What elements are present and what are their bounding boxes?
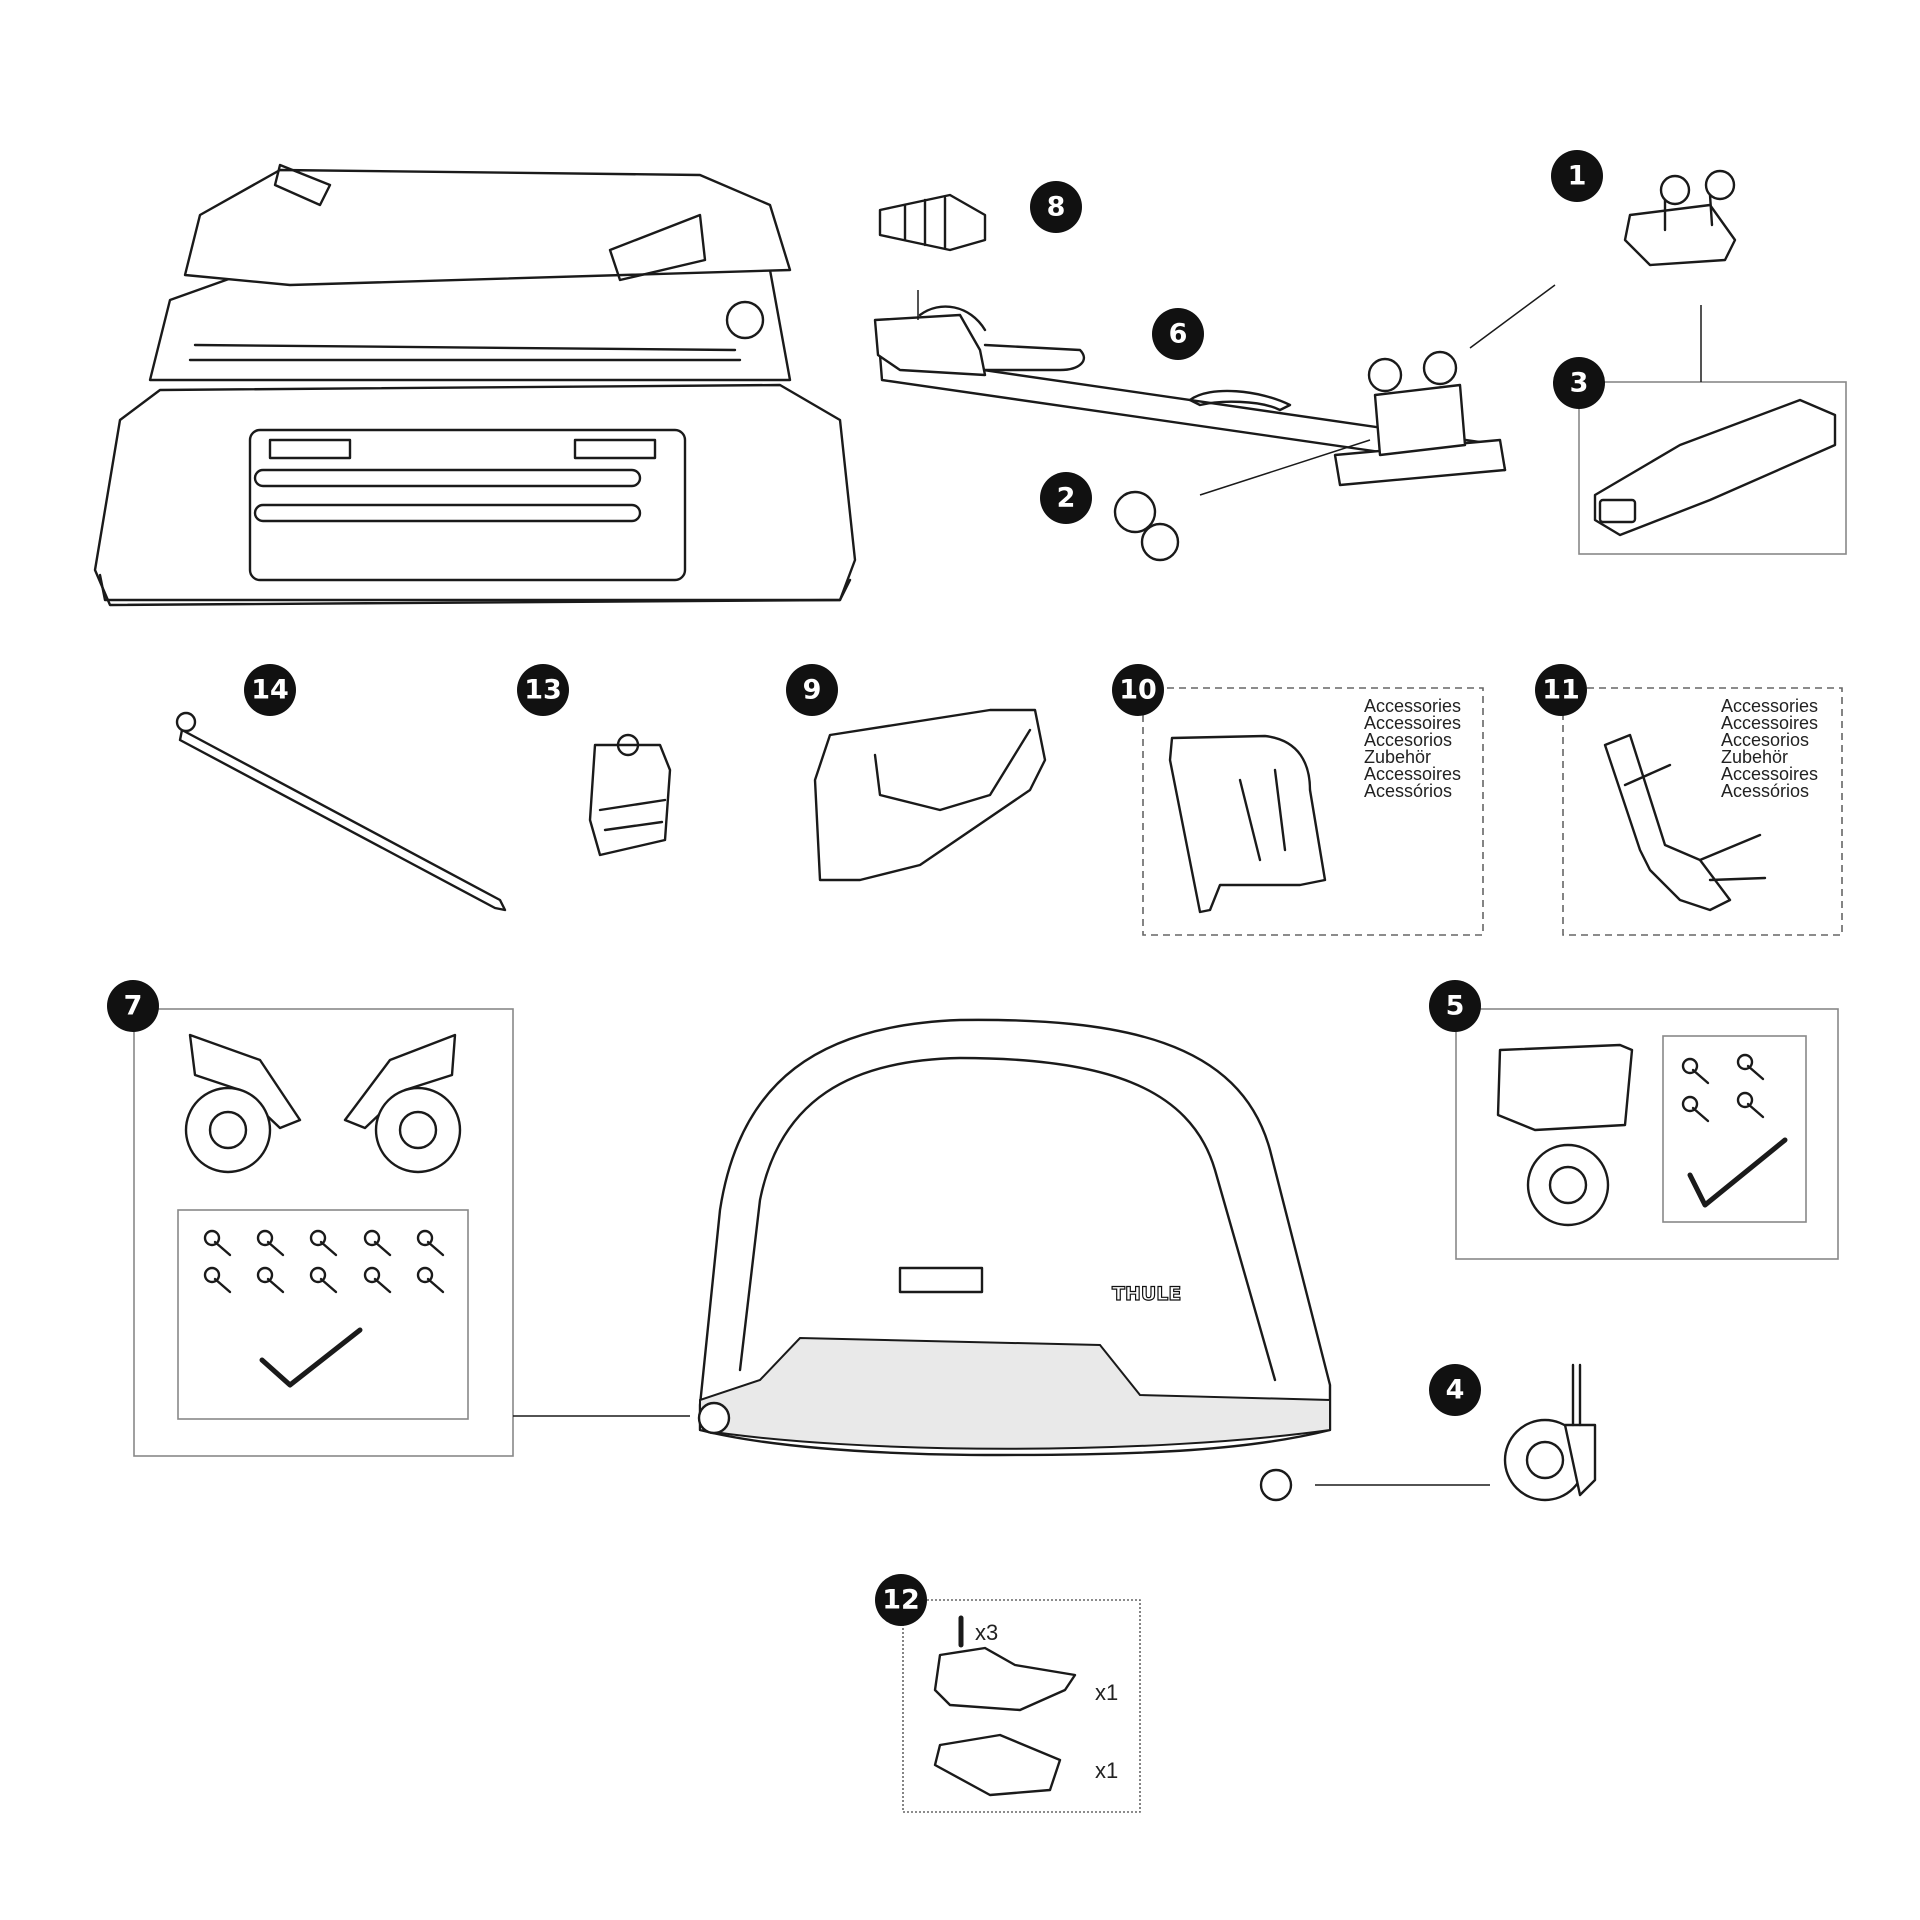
accessories-pt: Acessórios (1364, 781, 1452, 801)
part-3-illustration (1593, 398, 1837, 537)
callout-5: 5 (1429, 980, 1481, 1032)
accessories-es: Accesorios (1364, 730, 1452, 750)
part-8-illustration (878, 193, 987, 252)
part-11-box (1562, 687, 1843, 936)
svg-text:8: 8 (1047, 192, 1066, 223)
part-14-illustration (175, 711, 507, 912)
part-10-accessories-text: Accessories Accessoires Accesorios Zubeh… (1364, 696, 1461, 801)
callout-1: 1 (1551, 150, 1603, 202)
soft-bag-illustration (93, 163, 857, 607)
accessories-pt: Acessórios (1721, 781, 1809, 801)
svg-text:1: 1 (1568, 161, 1587, 192)
part-11-accessories-text: Accessories Accessoires Accesorios Zubeh… (1721, 696, 1818, 801)
svg-text:4: 4 (1446, 1375, 1465, 1406)
callout-8: 8 (1030, 181, 1082, 233)
accessories-it: Accessoires (1364, 764, 1461, 784)
base-quantity: x1 (1095, 1758, 1118, 1783)
part-2-illustration (1113, 439, 1371, 562)
part-5-illustration (1496, 1043, 1788, 1227)
callout-12: 12 (875, 1574, 927, 1626)
accessories-de: Zubehör (1364, 747, 1431, 767)
svg-text:10: 10 (1119, 675, 1157, 706)
screw-quantity: x3 (975, 1620, 998, 1645)
part-3-box (1578, 381, 1847, 555)
part-9-illustration (813, 708, 1047, 882)
part-13-illustration (588, 733, 672, 857)
part-12-box (902, 1599, 1141, 1813)
svg-text:3: 3 (1570, 368, 1589, 399)
part-7-illustration (184, 1033, 690, 1417)
part-4-illustration (1503, 1363, 1597, 1502)
callout-13: 13 (517, 664, 569, 716)
callout-2: 2 (1040, 472, 1092, 524)
part-7-box (133, 1008, 514, 1457)
accessories-de: Zubehör (1721, 747, 1788, 767)
part-11-illustration (1603, 733, 1767, 912)
part-1-illustration (1469, 169, 1737, 349)
svg-text:12: 12 (882, 1585, 920, 1616)
callout-7: 7 (107, 980, 159, 1032)
accessories-en: Accessories (1721, 696, 1818, 716)
part-5-inner-box (1662, 1035, 1807, 1223)
svg-text:5: 5 (1446, 991, 1465, 1022)
callout-11: 11 (1535, 664, 1587, 716)
part-6-illustration (873, 290, 1507, 487)
part-12-illustration: x3 x1 x1 (933, 1615, 1118, 1797)
hard-case-illustration: THULE (697, 1018, 1490, 1502)
callout-14: 14 (244, 664, 296, 716)
svg-text:6: 6 (1169, 319, 1188, 350)
accessories-en: Accessories (1364, 696, 1461, 716)
callout-9: 9 (786, 664, 838, 716)
part-5-box (1455, 1008, 1839, 1260)
callout-3: 3 (1553, 357, 1605, 409)
callout-6: 6 (1152, 308, 1204, 360)
svg-text:9: 9 (803, 675, 822, 706)
cover-quantity: x1 (1095, 1680, 1118, 1705)
accessories-it: Accessoires (1721, 764, 1818, 784)
part-10-box (1142, 687, 1484, 936)
accessories-es: Accesorios (1721, 730, 1809, 750)
thule-logo: THULE (1112, 1283, 1181, 1305)
accessories-fr: Accessoires (1364, 713, 1461, 733)
svg-text:2: 2 (1057, 483, 1076, 514)
part-10-illustration (1168, 734, 1327, 914)
callout-10: 10 (1112, 664, 1164, 716)
svg-text:11: 11 (1542, 675, 1580, 706)
svg-text:13: 13 (524, 675, 562, 706)
svg-text:7: 7 (124, 991, 143, 1022)
svg-text:14: 14 (251, 675, 289, 706)
part-7-inner-box (177, 1209, 469, 1420)
accessories-fr: Accessoires (1721, 713, 1818, 733)
callout-4: 4 (1429, 1364, 1481, 1416)
